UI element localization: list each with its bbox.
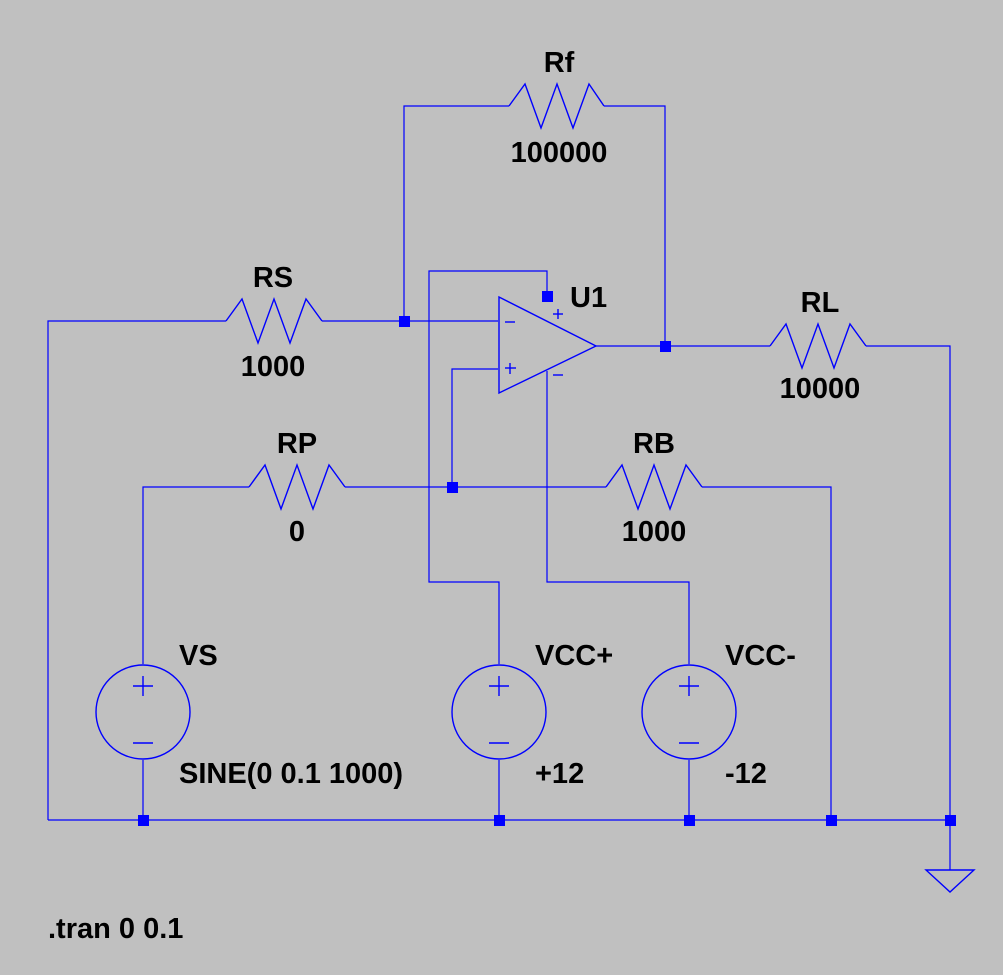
resistor-rb[interactable] [605, 462, 703, 512]
ground-symbol[interactable] [924, 869, 976, 893]
rf-name-label: Rf [544, 47, 575, 79]
rl-value-label: 10000 [780, 373, 861, 405]
resistor-rf[interactable] [508, 81, 605, 131]
wire-feedback-left[interactable] [403, 105, 509, 321]
rb-name-label: RB [633, 428, 675, 460]
junctions [138, 291, 956, 826]
junction-ground-rb[interactable] [826, 815, 837, 826]
wire-feedback-right[interactable] [604, 105, 666, 346]
rb-value-label: 1000 [622, 516, 687, 548]
resistor-rl[interactable] [769, 321, 867, 371]
rs-value-label: 1000 [241, 351, 306, 383]
rp-value-label: 0 [289, 516, 305, 548]
labels: Rf 100000 RS 1000 U1 RL 10000 RP 0 RB 10… [48, 47, 860, 945]
source-vcc-plus[interactable] [451, 664, 547, 760]
source-vcc-minus[interactable] [641, 664, 737, 760]
wire-rl-to-ground[interactable] [866, 345, 951, 870]
junction-inverting[interactable] [399, 316, 410, 327]
junction-ground-vccm[interactable] [684, 815, 695, 826]
resistor-rs[interactable] [225, 296, 323, 346]
junction-ground-rl[interactable] [945, 815, 956, 826]
source-vs[interactable] [95, 664, 191, 760]
wire-vs-to-rp[interactable] [142, 486, 249, 664]
vccp-value-label: +12 [535, 758, 584, 790]
wire-vcc-minus-supply[interactable] [546, 371, 690, 664]
vccm-name-label: VCC- [725, 640, 796, 672]
rp-name-label: RP [277, 428, 317, 460]
opamp-u1[interactable] [498, 295, 598, 395]
wire-left-rail[interactable] [47, 320, 226, 820]
wire-rb-to-ground[interactable] [702, 486, 832, 820]
junction-opamp-vplus[interactable] [542, 291, 553, 302]
rf-value-label: 100000 [511, 137, 608, 169]
u1-name-label: U1 [570, 282, 607, 314]
wire-noninverting[interactable] [451, 368, 498, 487]
vccp-name-label: VCC+ [535, 640, 613, 672]
junction-ground-vs[interactable] [138, 815, 149, 826]
wires[interactable] [47, 105, 951, 870]
rs-name-label: RS [253, 262, 293, 294]
junction-output[interactable] [660, 341, 671, 352]
spice-directive[interactable]: .tran 0 0.1 [48, 913, 183, 945]
junction-noninverting[interactable] [447, 482, 458, 493]
resistor-rp[interactable] [248, 462, 346, 512]
junction-ground-vccp[interactable] [494, 815, 505, 826]
rl-name-label: RL [801, 287, 840, 319]
vs-value-label: SINE(0 0.1 1000) [179, 758, 403, 790]
wire-vcc-plus-supply[interactable] [428, 270, 548, 664]
vs-name-label: VS [179, 640, 218, 672]
vccm-value-label: -12 [725, 758, 767, 790]
